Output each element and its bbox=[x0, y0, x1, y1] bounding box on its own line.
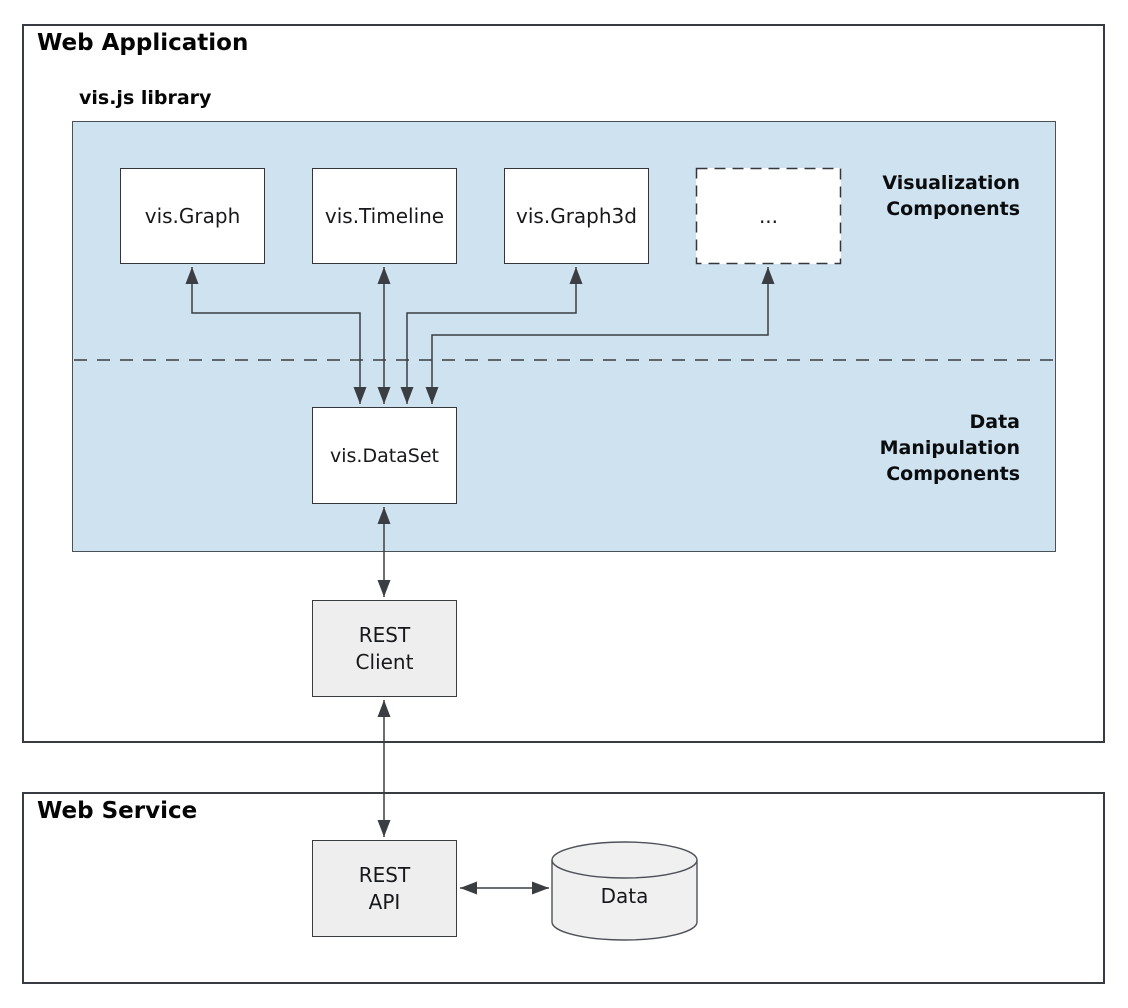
rest-api-box: REST API bbox=[312, 840, 457, 937]
vis-graph-box: vis.Graph bbox=[120, 168, 265, 264]
vis-dataset-box: vis.DataSet bbox=[312, 407, 457, 504]
vis-graph-label: vis.Graph bbox=[144, 204, 241, 228]
vis-dataset-label: vis.DataSet bbox=[329, 444, 440, 467]
rest-client-label: REST Client bbox=[355, 622, 414, 674]
vis-graph3d-label: vis.Graph3d bbox=[516, 204, 637, 228]
rest-api-label: REST API bbox=[358, 862, 411, 914]
data-store-label: Data bbox=[600, 884, 649, 908]
web-application-title: Web Application bbox=[37, 30, 249, 56]
data-manipulation-components-label: Data Manipulation Components bbox=[879, 411, 1020, 485]
more-components-label: ... bbox=[758, 204, 779, 228]
rest-client-box: REST Client bbox=[312, 600, 457, 697]
vis-timeline-label: vis.Timeline bbox=[324, 204, 445, 228]
web-service-title: Web Service bbox=[37, 798, 198, 824]
vis-graph3d-box: vis.Graph3d bbox=[504, 168, 649, 264]
visualization-components-label: Visualization Components bbox=[882, 172, 1020, 220]
vis-timeline-box: vis.Timeline bbox=[312, 168, 457, 264]
visjs-library-label: vis.js library bbox=[79, 87, 212, 109]
